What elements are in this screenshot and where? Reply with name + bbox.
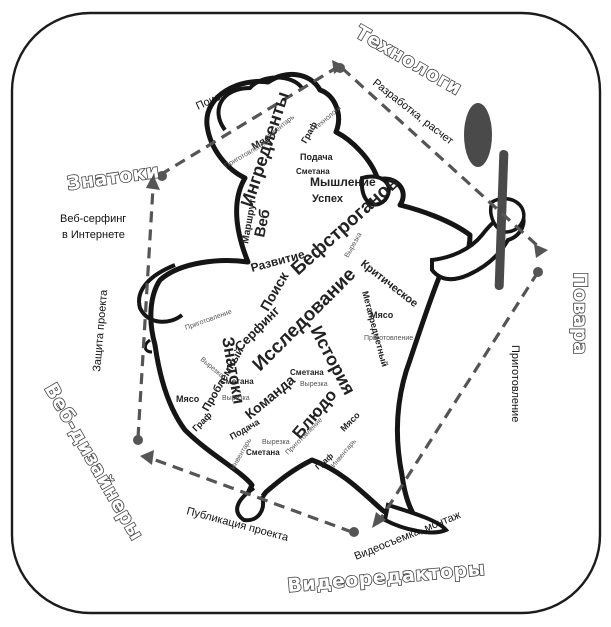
step-veb-surfing-2: в Интернете xyxy=(62,229,125,241)
node-vebdizainery xyxy=(133,435,143,445)
step-prigotovlenie: Приготовление xyxy=(509,345,521,422)
cloud-uspekh: Успех xyxy=(312,193,344,205)
cloud-smetana-4: Сметана xyxy=(246,448,280,457)
cloud-vyrezka-3: Вырезка xyxy=(222,395,250,402)
cloud-vyrezka-4: Вырезка xyxy=(300,381,328,388)
step-veb-surfing-1: Веб-серфинг xyxy=(60,213,126,225)
cloud-smetana-3: Сметана xyxy=(220,377,254,386)
role-povara: Повара xyxy=(569,272,591,355)
cloud-podacha-1: Подача xyxy=(300,152,334,162)
node-tekhnologi xyxy=(335,63,345,73)
node-videoredaktory xyxy=(349,527,359,537)
cloud-smetana-2: Сметана xyxy=(290,368,324,377)
cloud-myaso-2: Мясо xyxy=(370,310,394,320)
cloud-vyrezka-5: Вырезка xyxy=(262,439,290,446)
cloud-prigotovlenie-3: Приготовление xyxy=(364,335,413,342)
cloud-myaso-3: Мясо xyxy=(176,394,200,404)
cloud-myshlenie: Мышление xyxy=(310,175,376,189)
node-povara xyxy=(533,267,543,277)
cloud-smetana-1: Сметана xyxy=(296,167,330,176)
